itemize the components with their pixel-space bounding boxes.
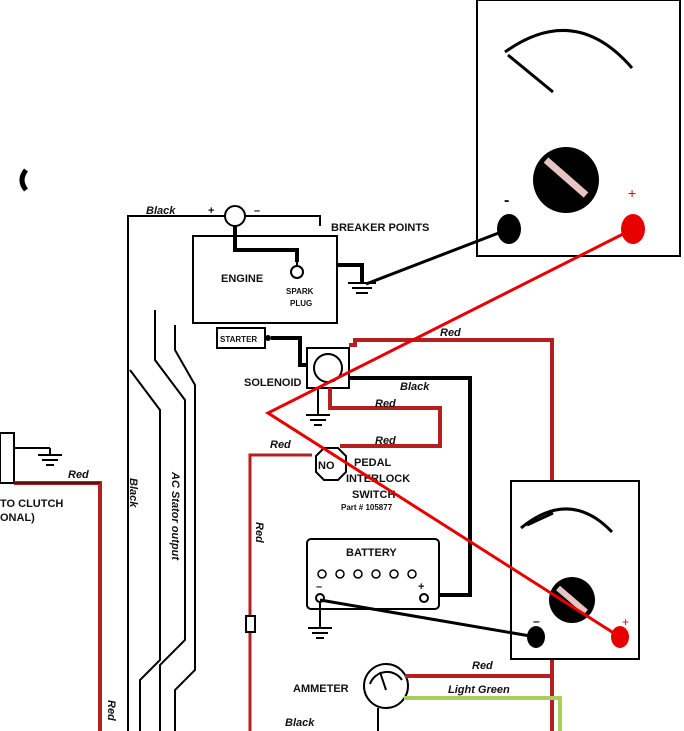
red-clutch-label: Red	[68, 469, 89, 481]
ammeter-needle	[379, 671, 387, 691]
red-sol-wire	[328, 388, 442, 448]
meter1-pos-sign: +	[628, 185, 636, 201]
coil-plug-wire	[233, 226, 299, 262]
starter-terminal	[265, 335, 271, 341]
interlock-label: INTERLOCK	[346, 473, 410, 485]
pedal-label: PEDAL	[354, 457, 392, 469]
red-probe-lead	[264, 227, 634, 639]
solenoid-label: SOLENOID	[244, 377, 302, 389]
interlock-switch-icon	[315, 447, 347, 481]
red-vert-label: Red	[253, 522, 265, 543]
red-sol-label: Red	[375, 398, 396, 410]
battery-plus: +	[418, 581, 424, 593]
battery-cells	[317, 569, 417, 579]
fuse-icon	[245, 615, 256, 633]
part-label: Part # 105877	[341, 503, 393, 512]
red-ammeter-label: Red	[472, 660, 493, 672]
ac-stator-label: AC Stator output	[169, 471, 181, 561]
switch-label: SWITCH	[352, 489, 395, 501]
ammeter-label: AMMETER	[293, 683, 349, 695]
engine-ground-icon	[337, 263, 376, 294]
multimeter-top	[476, 0, 681, 257]
black-sol-battery-wire	[349, 376, 472, 597]
black-top-label: Black	[146, 205, 176, 217]
stator-wire-c	[174, 325, 196, 731]
red-left-wire	[248, 453, 312, 731]
multimeter-bottom	[510, 480, 640, 660]
red-top-wire	[349, 338, 554, 731]
black-bottom-label: Black	[285, 717, 315, 729]
meter1-neg-lead	[365, 227, 510, 286]
clutch-partial	[0, 432, 102, 731]
onal-label: ONAL)	[0, 512, 35, 524]
stator-wire-b	[129, 369, 161, 731]
ammeter-icon	[363, 663, 409, 709]
black-left-label: Black	[127, 478, 139, 508]
solenoid-ground-icon	[306, 388, 330, 426]
red-left-label: Red	[270, 439, 291, 451]
battery-minus: –	[316, 581, 322, 593]
plug-label: PLUG	[290, 299, 312, 308]
to-clutch-label: TO CLUTCH	[0, 498, 63, 510]
no-label: NO	[318, 460, 335, 472]
light-green-wire	[404, 696, 562, 731]
meter2-neg-lead	[319, 598, 537, 639]
starter-wire	[271, 336, 310, 367]
red-far-left-label: Red	[105, 700, 117, 721]
black-loop-wire	[127, 215, 235, 731]
ammeter-scale	[369, 670, 403, 685]
red-sol2-label: Red	[375, 435, 396, 447]
coil-icon	[224, 205, 246, 227]
stator-wire-a	[154, 310, 186, 731]
engine-label: ENGINE	[221, 273, 263, 285]
meter1-neg-sign: -	[504, 192, 509, 209]
breaker-wire	[245, 215, 321, 226]
spark-label: SPARK	[286, 287, 314, 296]
battery-ground-icon	[308, 602, 332, 639]
spark-plug-icon	[290, 262, 304, 279]
red-top-label: Red	[440, 327, 461, 339]
coil-minus: –	[254, 205, 260, 217]
coil-plus: +	[208, 205, 214, 217]
stray-mark	[19, 168, 29, 192]
battery-label: BATTERY	[346, 547, 397, 559]
starter-label: STARTER	[220, 335, 257, 344]
battery-pos-terminal	[419, 593, 429, 603]
breaker-points-label: BREAKER POINTS	[331, 222, 429, 234]
meter2-neg-sign: –	[533, 614, 540, 628]
black-sol-label: Black	[400, 381, 430, 393]
meter2-pos-sign: +	[622, 615, 629, 629]
light-green-label: Light Green	[448, 684, 510, 696]
